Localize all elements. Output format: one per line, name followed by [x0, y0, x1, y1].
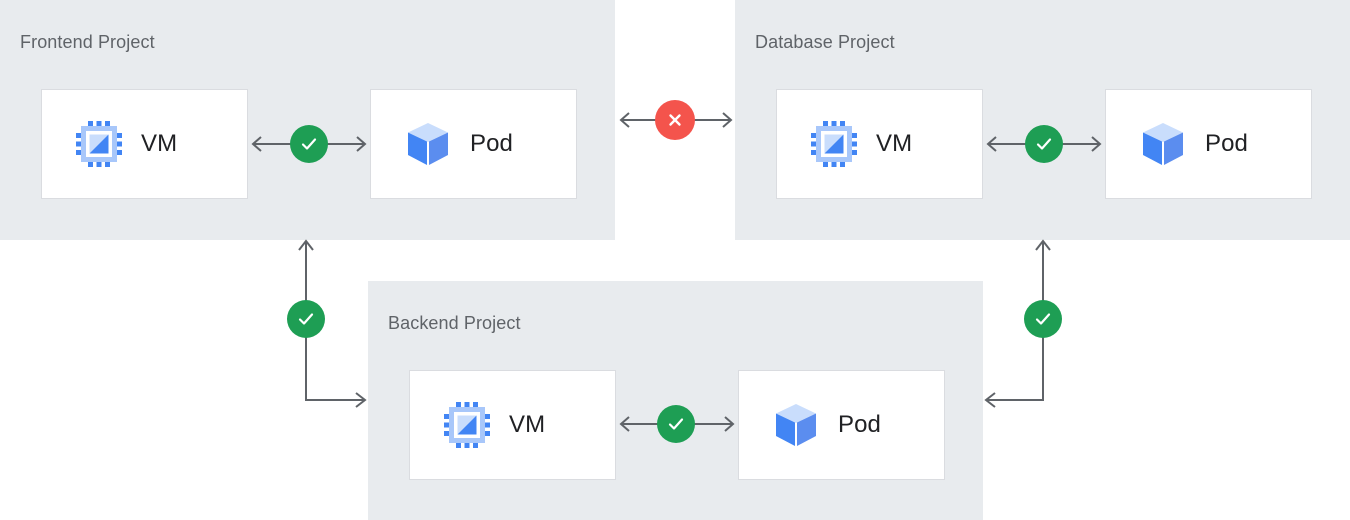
card-label-frontend-pod: Pod [470, 130, 514, 157]
cube-icon [772, 401, 820, 449]
card-frontend-vm[interactable]: VM [41, 89, 248, 199]
status-badge-frontend-to-backend[interactable] [287, 300, 325, 338]
card-frontend-pod[interactable]: Pod [370, 89, 577, 199]
card-database-vm[interactable]: VM [776, 89, 983, 199]
panel-title-frontend: Frontend Project [20, 32, 155, 52]
card-label-database-vm: VM [876, 130, 913, 157]
cube-icon [1139, 120, 1187, 168]
status-badge-database-to-backend[interactable] [1024, 300, 1062, 338]
check-icon [295, 308, 317, 330]
check-icon [1032, 308, 1054, 330]
cpu-chip-icon [443, 401, 491, 449]
status-badge-backend-vm-to-pod[interactable] [657, 405, 695, 443]
check-icon [1033, 133, 1055, 155]
cpu-chip-icon [75, 120, 123, 168]
card-backend-pod[interactable]: Pod [738, 370, 945, 480]
status-badge-frontend-vm-to-pod[interactable] [290, 125, 328, 163]
panel-title-backend: Backend Project [388, 313, 521, 333]
check-icon [298, 133, 320, 155]
panel-frontend-project[interactable]: Frontend Project [0, 0, 615, 240]
status-badge-database-vm-to-pod[interactable] [1025, 125, 1063, 163]
cpu-chip-icon [810, 120, 858, 168]
card-database-pod[interactable]: Pod [1105, 89, 1312, 199]
card-label-backend-pod: Pod [838, 411, 882, 438]
card-backend-vm[interactable]: VM [409, 370, 616, 480]
check-icon [665, 413, 687, 435]
panel-backend-project[interactable]: Backend Project [368, 281, 983, 520]
status-badge-frontend-to-database[interactable] [655, 100, 695, 140]
panel-title-database: Database Project [755, 32, 895, 52]
card-label-database-pod: Pod [1205, 130, 1249, 157]
card-label-backend-vm: VM [509, 411, 546, 438]
panel-database-project[interactable]: Database Project [735, 0, 1350, 240]
x-icon [664, 109, 686, 131]
card-label-frontend-vm: VM [141, 130, 178, 157]
cube-icon [404, 120, 452, 168]
